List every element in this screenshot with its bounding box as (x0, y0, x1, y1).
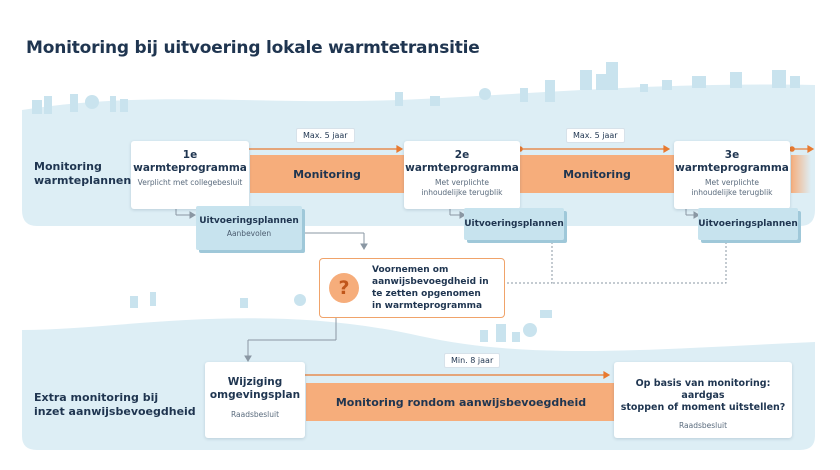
page-title: Monitoring bij uitvoering lokale warmtet… (26, 38, 480, 58)
uitvoeringsplannen-2-title: Uitvoeringsplannen (464, 219, 564, 229)
question-text-line1: Voornemen om (372, 265, 449, 275)
monitoring-aanwijsbevoegdheid-band: Monitoring rondom aanwijsbevoegdheid (306, 383, 616, 421)
max-duration-label-1: Max. 5 jaar (296, 128, 355, 143)
wijziging-omgevingsplan-card: Wijziging omgevingsplan Raadsbesluit (205, 362, 305, 438)
program-card-3-title-line2: warmteprogramma (675, 162, 789, 174)
uitvoeringsplannen-box-1: Uitvoeringsplannen Aanbevolen (196, 206, 302, 250)
row-label-bottom-line2: inzet aanwijsbevoegdheid (34, 405, 196, 418)
uitvoeringsplannen-1-title: Uitvoeringsplannen (199, 216, 299, 226)
program-card-3-subtitle-line2: inhoudelijke terugblik (691, 188, 773, 197)
connector-to-wijziging (244, 318, 337, 362)
basis-subtitle: Raadsbesluit (678, 421, 728, 430)
row-label-top-line2: warmteplannen (34, 174, 132, 187)
uitvoeringsplannen-box-3: Uitvoeringsplannen (698, 208, 798, 240)
wijziging-title-line1: Wijziging (227, 376, 283, 388)
skyline-bottom (130, 292, 552, 342)
uitvoeringsplannen-box-2: Uitvoeringsplannen (464, 208, 564, 240)
program-card-2-title-line2: warmteprogramma (405, 162, 519, 174)
row-label-bottom: Extra monitoring bij inzet aanwijsbevoeg… (34, 391, 196, 419)
question-icon: ? (329, 273, 359, 303)
row-label-top-line1: Monitoring (34, 160, 102, 173)
question-box: ? Voornemen om aanwijsbevoegdheid in te … (319, 258, 505, 318)
wijziging-title-line2: omgevingsplan (209, 389, 301, 401)
question-text-line3: te zetten opgenomen (372, 289, 481, 299)
row-label-bottom-line1: Extra monitoring bij (34, 391, 159, 404)
program-card-2-subtitle-line1: Met verplichte (435, 178, 489, 187)
program-card-3-subtitle-line1: Met verplichte (705, 178, 759, 187)
program-card-3-title-line1: 3e (724, 149, 740, 161)
question-text: Voornemen om aanwijsbevoegdheid in te ze… (372, 264, 489, 312)
max-duration-label-2: Max. 5 jaar (566, 128, 625, 143)
program-card-1-subtitle: Verplicht met collegebesluit (137, 178, 243, 187)
dashed-connectors (500, 242, 727, 284)
program-card-2-title-line1: 2e (454, 149, 470, 161)
program-card-1-title-line1: 1e (182, 149, 198, 161)
basis-title-line1: Op basis van monitoring: aardgas (635, 378, 771, 401)
wijziging-subtitle: Raadsbesluit (230, 410, 280, 419)
row-label-top: Monitoring warmteplannen (34, 160, 131, 188)
program-card-3: 3e warmteprogramma Met verplichte inhoud… (674, 141, 790, 209)
connector-to-question (304, 232, 368, 250)
question-text-line2: aanwijsbevoegdheid in (372, 277, 489, 287)
band-fade-right (791, 155, 811, 193)
basis-title-line2: stoppen of moment uitstellen? (620, 402, 786, 413)
uitvoeringsplannen-3-title: Uitvoeringsplannen (698, 219, 798, 229)
min-duration-label: Min. 8 jaar (444, 353, 501, 368)
uitvoeringsplannen-1-subtitle: Aanbevolen (226, 229, 272, 238)
program-card-2-subtitle-line2: inhoudelijke terugblik (421, 188, 503, 197)
question-text-line4: in warmteprogramma (372, 301, 483, 311)
monitoring-band-2: Monitoring (520, 155, 674, 193)
basis-monitoring-card: Op basis van monitoring: aardgas stoppen… (614, 362, 792, 438)
monitoring-band-1: Monitoring (250, 155, 404, 193)
program-card-2: 2e warmteprogramma Met verplichte inhoud… (404, 141, 520, 209)
skyline-top (32, 62, 800, 114)
program-card-1-title-line2: warmteprogramma (133, 162, 247, 174)
program-card-1: 1e warmteprogramma Verplicht met college… (131, 141, 249, 209)
